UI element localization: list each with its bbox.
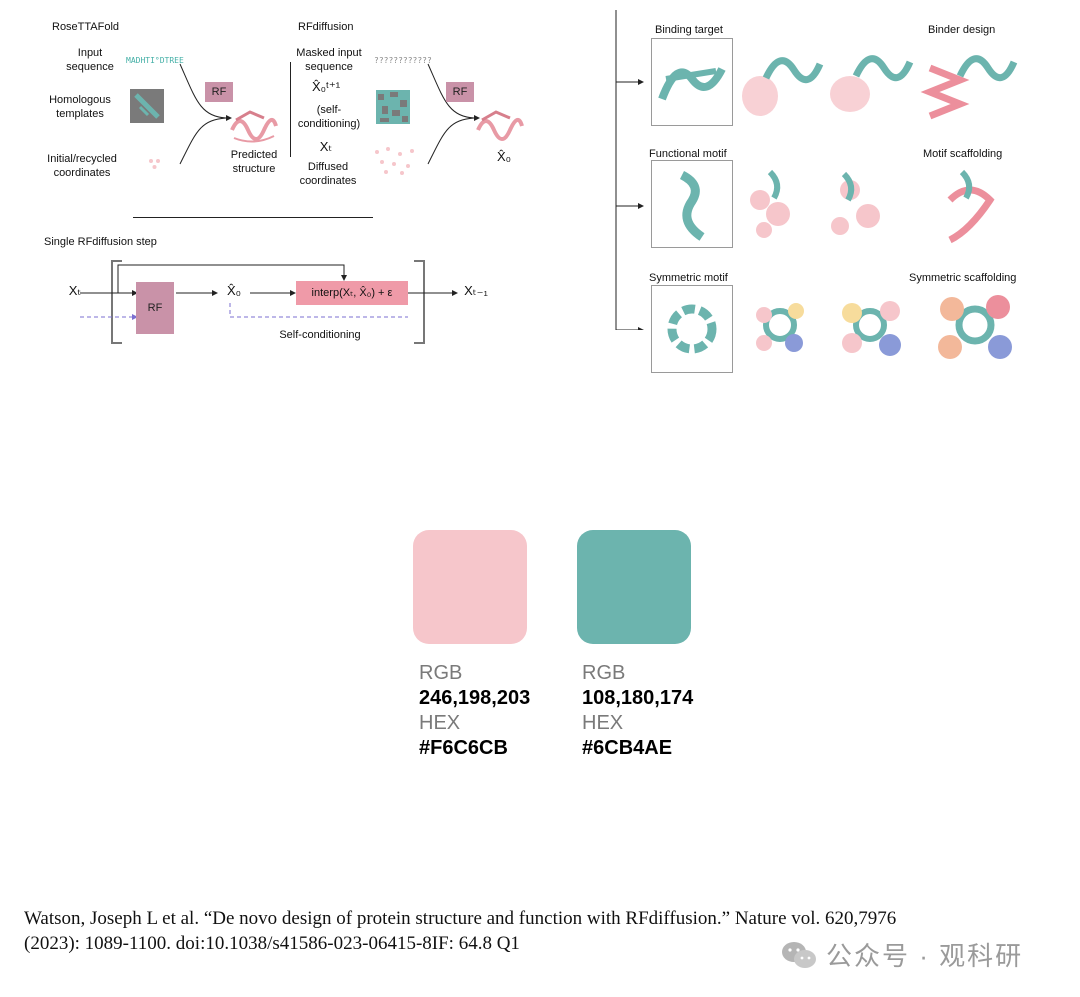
self-conditioning-label: Self-conditioning [279, 329, 361, 341]
watermark: 公众号 · 观科研 [780, 936, 1023, 973]
predicted-structure-icon [230, 110, 278, 143]
symmetric-scaffolding-title: Symmetric scaffolding [909, 272, 1017, 284]
masked-template-icon [376, 90, 410, 124]
input-sequence-label: Input sequence [66, 47, 114, 73]
pink-color-info: RGB 246,198,203 HEX #F6C6CB [419, 661, 530, 761]
input-sequence-text: MADHTI°DTREE [126, 56, 184, 65]
masked-input-label: Masked input sequence [296, 47, 362, 73]
rosettafold-merge-arrows [179, 63, 232, 165]
motif-scaffolding-structures [750, 169, 995, 244]
single-step-title: Single RFdiffusion step [44, 236, 157, 248]
hex-label: HEX [582, 712, 624, 734]
step-xt-minus-1: Xₜ₋₁ [464, 283, 488, 298]
diffused-coords-label: Diffused coordinates [299, 161, 357, 187]
step-x0-hat: X̂₀ [226, 283, 242, 298]
citation: Watson, Joseph L et al. “De novo design … [24, 906, 1074, 956]
rfdiffusion-merge-arrows [427, 63, 480, 165]
rgb-value: 246,198,203 [419, 687, 531, 709]
rfdiffusion-title: RFdiffusion [298, 21, 354, 33]
watermark-text: 公众号 · 观科研 [826, 941, 1024, 971]
predicted-structure-label: Predicted structure [230, 149, 278, 175]
homologous-templates-label: Homologous templates [49, 94, 111, 120]
citation-line-1: Watson, Joseph L et al. “De novo design … [24, 908, 897, 929]
diffused-coords-icon [375, 147, 414, 175]
symmetric-motif-title: Symmetric motif [649, 272, 728, 284]
binder-design-structures [742, 55, 1018, 120]
rfdiffusion-structure-icon [476, 110, 524, 141]
hex-label: HEX [419, 712, 461, 734]
symmetric-motif-panel [651, 285, 733, 373]
application-branch-arrows [615, 10, 644, 330]
rgb-label: RGB [582, 662, 626, 684]
hex-value: #F6C6CB [419, 737, 508, 759]
hex-value: #6CB4AE [582, 737, 673, 759]
template-matrix-icon [130, 89, 164, 123]
citation-line-2: (2023): 1089-1100. doi:10.1038/s41586-02… [24, 933, 520, 954]
binding-target-panel [651, 38, 733, 126]
interp-box: interp(Xₜ, X̂₀) + ε [296, 281, 408, 305]
masked-sequence-text: ???????????? [374, 56, 432, 65]
x0-hat-output: X̂₀ [496, 149, 512, 164]
initial-coords-icon [148, 157, 162, 175]
symmetric-scaffolding-structures [756, 295, 1012, 359]
wechat-icon [782, 941, 816, 968]
functional-motif-panel [651, 160, 733, 248]
rf-box-rfdiffusion: RF [446, 82, 474, 102]
rgb-label: RGB [419, 662, 463, 684]
binding-target-title: Binding target [655, 24, 723, 36]
teal-color-info: RGB 108,180,174 HEX #6CB4AE [582, 661, 693, 761]
self-conditioning-paren-label: (self- conditioning) [297, 104, 361, 130]
rgb-value: 108,180,174 [582, 687, 694, 709]
rosettafold-title: RoseTTAFold [52, 21, 120, 33]
xt-symbol: Xₜ [319, 139, 333, 154]
initial-coords-label: Initial/recycled coordinates [47, 153, 117, 179]
step-xt: Xₜ [68, 283, 82, 298]
section-divider-vertical [290, 62, 291, 157]
motif-scaffolding-title: Motif scaffolding [923, 148, 1003, 160]
binder-design-title: Binder design [928, 24, 996, 36]
pink-color-swatch [413, 530, 527, 644]
x0-t1-symbol: X̂₀ᵗ⁺¹ [311, 79, 341, 94]
rf-box-step: RF [136, 282, 174, 334]
single-step-diagram [80, 260, 458, 344]
section-divider-horizontal [133, 217, 373, 218]
rf-box-rosettafold: RF [205, 82, 233, 102]
teal-color-swatch [577, 530, 691, 644]
functional-motif-title: Functional motif [649, 148, 727, 160]
